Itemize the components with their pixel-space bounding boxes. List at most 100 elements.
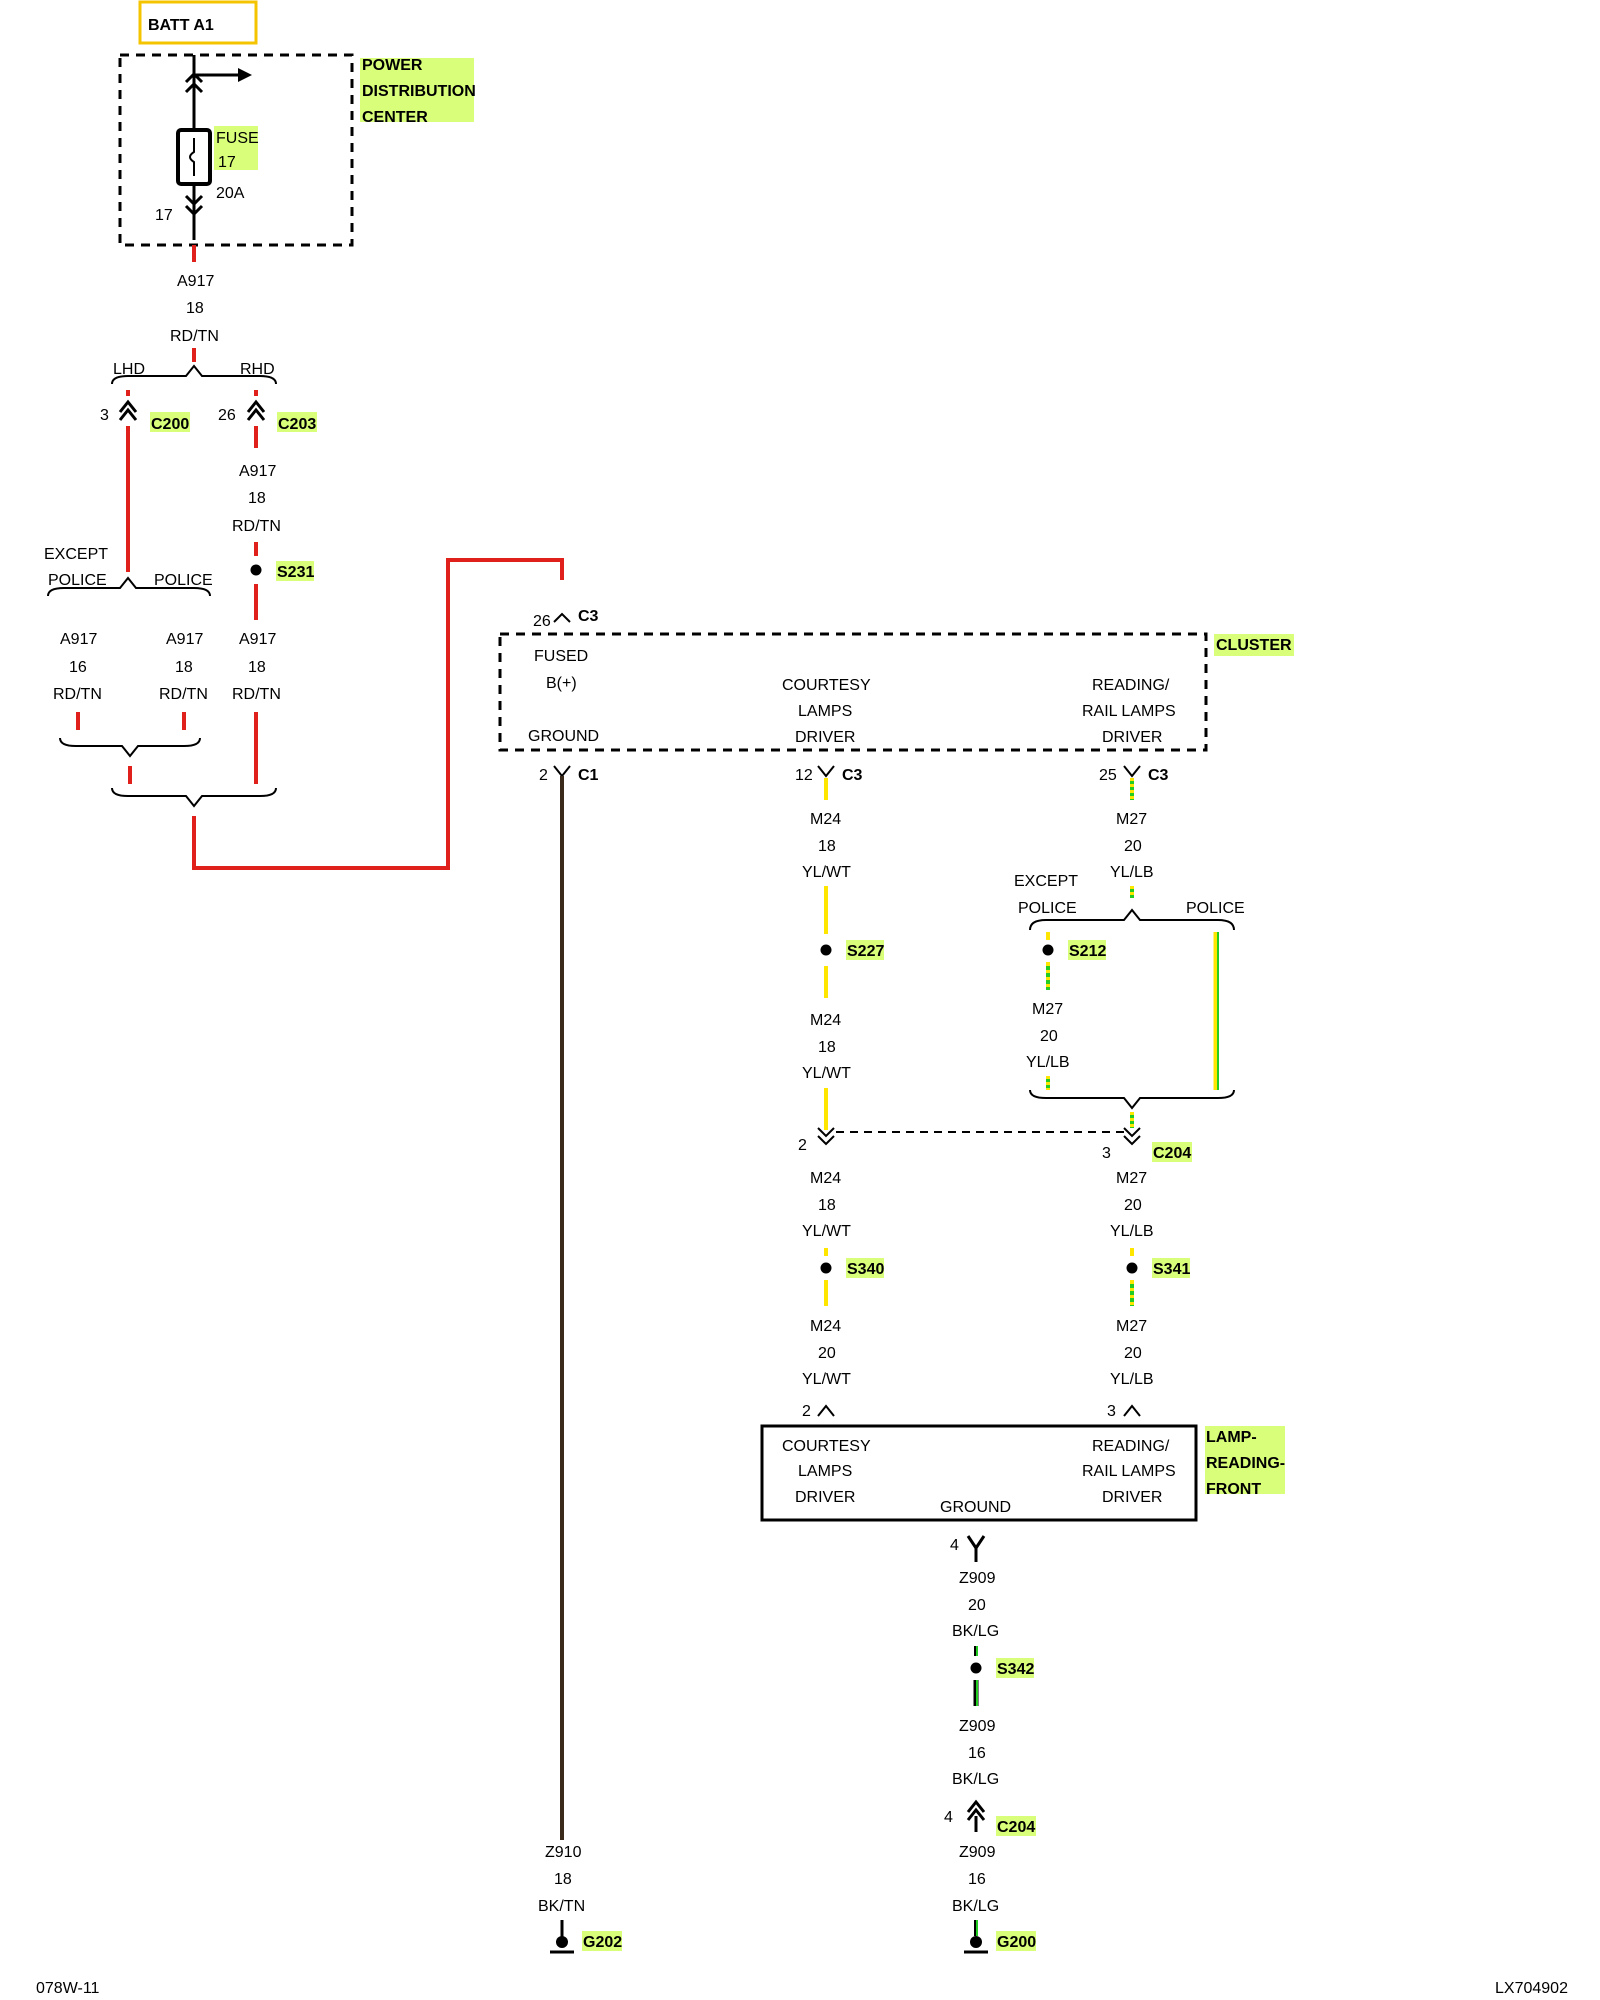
a917-police-gauge: 18 (175, 659, 193, 676)
lamp-reading-pin: 3 (1107, 1403, 1116, 1420)
m24-a-gauge: 18 (818, 838, 836, 855)
lamp-reading-2: RAIL LAMPS (1082, 1463, 1176, 1480)
c3-courtesy-connector-icon (817, 765, 835, 778)
m27-b-color: YL/LB (1026, 1054, 1070, 1071)
lamp-ground: GROUND (940, 1499, 1011, 1516)
g200-name: G200 (997, 1934, 1036, 1951)
lamp-title-2: READING- (1206, 1455, 1285, 1472)
z909-a-circuit: Z909 (959, 1570, 996, 1587)
c204-m24-connector-icon (817, 1127, 835, 1138)
c3-fused-pin: 26 (533, 613, 551, 630)
m27-c-color: YL/LB (1110, 1223, 1154, 1240)
s340-name: S340 (847, 1261, 884, 1278)
c203-connector-icon (246, 399, 266, 413)
batt-label: BATT A1 (148, 17, 214, 34)
g202-name: G202 (583, 1934, 622, 1951)
lamp-reading-connector-icon (1123, 1404, 1141, 1417)
c3-reading-name: C3 (1148, 767, 1169, 784)
cluster-courtesy-2: LAMPS (798, 703, 852, 720)
c204-m27-name: C204 (1153, 1145, 1191, 1162)
pdc-connector-top-icon-2 (184, 81, 204, 94)
g200-highlight (996, 1931, 1036, 1951)
c200-pin: 3 (100, 407, 109, 424)
m24-a-color: YL/WT (802, 864, 851, 881)
s342-splice-icon (970, 1662, 982, 1674)
c1-connector-icon (553, 765, 571, 778)
except-police-left-2: POLICE (48, 572, 107, 589)
pdc-connector-bottom-icon (184, 194, 204, 207)
s227-name: S227 (847, 943, 884, 960)
pdc-dashed-box (118, 53, 354, 247)
fuse-label-highlight (214, 126, 258, 170)
a917-main-color: RD/TN (170, 328, 219, 345)
s227-splice-icon (820, 944, 832, 956)
c204-z909-connector-icon (966, 1799, 986, 1813)
fuse-element-icon (189, 138, 195, 176)
c200-highlight (150, 412, 190, 432)
pdc-title-1: POWER (362, 57, 423, 74)
s212-highlight (1068, 940, 1106, 960)
lamp-courtesy-1: COURTESY (782, 1438, 871, 1455)
s231-splice-icon (250, 564, 262, 576)
branch-rhd: RHD (240, 361, 275, 378)
s231-highlight (276, 561, 314, 581)
pdc-connector-top-icon (184, 71, 204, 84)
pdc-title-3: CENTER (362, 109, 428, 126)
except-police-right-1: EXCEPT (1014, 873, 1078, 890)
fuse-label: FUSE (216, 130, 259, 147)
z909-b-gauge: 16 (968, 1745, 986, 1762)
lamp-title-1: LAMP- (1206, 1429, 1257, 1446)
s227-highlight (846, 940, 884, 960)
c204-m24-pin: 2 (798, 1137, 807, 1154)
cluster-reading-2: RAIL LAMPS (1082, 703, 1176, 720)
batt-arrow-icon (238, 68, 252, 82)
c204-z909-pin: 4 (944, 1809, 953, 1826)
c200-connector-icon-2 (118, 407, 138, 421)
g200-ground-icon (970, 1936, 982, 1948)
c3-fused-name: C3 (578, 608, 599, 625)
c1-pin: 2 (539, 767, 548, 784)
c204-m27-connector-icon (1123, 1127, 1141, 1138)
cluster-courtesy-3: DRIVER (795, 729, 855, 746)
s341-splice-icon (1126, 1262, 1138, 1274)
s212-name: S212 (1069, 943, 1106, 960)
lamp-title-highlight (1205, 1426, 1285, 1494)
footer-right: LX704902 (1495, 1980, 1568, 1997)
z909-a-color: BK/LG (952, 1623, 999, 1640)
pdc-connector-bottom-icon-2 (184, 204, 204, 217)
s342-name: S342 (997, 1661, 1034, 1678)
m27-b-gauge: 20 (1040, 1028, 1058, 1045)
g202-ground-icon (556, 1936, 568, 1948)
batt-label-box (138, 0, 258, 45)
police-left: POLICE (154, 572, 213, 589)
m24-d-gauge: 20 (818, 1345, 836, 1362)
m24-b-gauge: 18 (818, 1039, 836, 1056)
c200-name: C200 (151, 416, 189, 433)
m27-merge-brace (1029, 1089, 1235, 1110)
z910-color: BK/TN (538, 1898, 585, 1915)
cluster-fused-2: B(+) (546, 675, 577, 692)
lamp-title-3: FRONT (1206, 1481, 1261, 1498)
m24-d-color: YL/WT (802, 1371, 851, 1388)
a917-main-circuit: A917 (177, 273, 214, 290)
cluster-title: CLUSTER (1216, 637, 1292, 654)
police-left-brace (47, 576, 211, 597)
s212-splice-icon (1042, 944, 1054, 956)
c204-z909-name: C204 (997, 1819, 1035, 1836)
m27-c-circuit: M27 (1116, 1170, 1147, 1187)
fuse-number: 17 (218, 154, 236, 171)
m24-b-circuit: M24 (810, 1012, 841, 1029)
lamp-courtesy-3: DRIVER (795, 1489, 855, 1506)
m24-c-circuit: M24 (810, 1170, 841, 1187)
cluster-courtesy-1: COURTESY (782, 677, 871, 694)
z909-c-color: BK/LG (952, 1898, 999, 1915)
m27-a-color: YL/LB (1110, 864, 1154, 881)
cluster-dashed-box (498, 632, 1208, 752)
fuse-rating: 20A (216, 185, 245, 202)
lamp-courtesy-connector-icon (817, 1404, 835, 1417)
cluster-ground: GROUND (528, 728, 599, 745)
m27-d-circuit: M27 (1116, 1318, 1147, 1335)
cluster-title-highlight (1214, 634, 1294, 656)
c204-z909-highlight (996, 1816, 1036, 1836)
pdc-cavity: 17 (155, 207, 173, 224)
